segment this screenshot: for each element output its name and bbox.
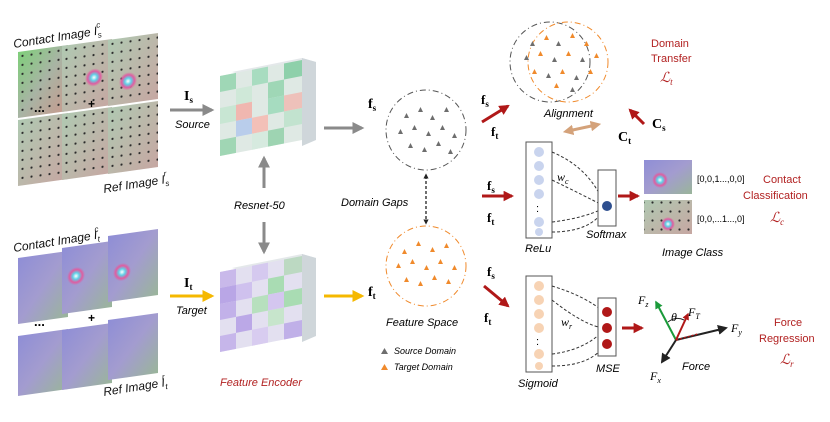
legend-target-label: Target Domain [394, 362, 453, 372]
image-class-label: Image Class [662, 247, 724, 259]
cls-connections [551, 151, 605, 233]
aligned-target-cluster [527, 21, 609, 103]
reg-title-2: Regression [759, 333, 815, 345]
class-vector-2: [0,0,...1...,0] [697, 214, 745, 224]
source-image-stack [18, 32, 158, 186]
feature-space-label: Feature Space [386, 317, 458, 329]
softmax-layer [597, 169, 617, 227]
source-domain-cluster [385, 89, 467, 171]
target-plus: + [88, 311, 95, 325]
fs-label: fs [368, 97, 377, 113]
ft-force-label: FT [687, 305, 700, 321]
target-triangles [396, 241, 457, 286]
reg-loss: ℒr [780, 353, 794, 369]
legend-source-marker [381, 348, 388, 354]
relu-vdots: : [536, 203, 539, 215]
reg-weight: wr [561, 315, 573, 331]
reg-connections [551, 285, 605, 367]
dt-cs: Cs [652, 117, 666, 133]
class-vector-1: [0,0,1...,0,0] [697, 174, 745, 184]
domain-gaps-label: Domain Gaps [341, 197, 409, 209]
target-image-stack [18, 228, 158, 396]
fx-axis [660, 339, 677, 364]
fy-axis [675, 325, 728, 341]
mse-label: MSE [596, 363, 621, 375]
reg-title-1: Force [774, 317, 802, 329]
dt-loss: ℒt [660, 71, 673, 87]
sigmoid-nodes [534, 281, 544, 370]
reg-ft: ft [484, 310, 491, 327]
target-dots: ... [34, 314, 45, 329]
cls-fs: fs [487, 178, 495, 195]
dt-ft: ft [491, 124, 498, 141]
cls-loss: ℒc [770, 211, 784, 227]
aligned-source-cluster [509, 21, 591, 103]
resnet-label: Resnet-50 [234, 200, 286, 212]
target-feature-block [220, 254, 316, 352]
cls-ft: ft [487, 210, 494, 227]
fx-label: Fx [649, 369, 661, 385]
feature-encoder-label: Feature Encoder [220, 377, 303, 389]
dt-ct: Ct [618, 130, 631, 146]
theta-label: θ [671, 310, 677, 324]
softmax-node [602, 201, 612, 211]
fy-label: Fy [730, 321, 742, 337]
source-symbol: Is [184, 89, 193, 105]
cls-title-1: Contact [763, 174, 801, 186]
cls-weight: wc [557, 170, 569, 186]
aligned-triangles [524, 33, 599, 92]
alignment-label: Alignment [543, 108, 594, 120]
force-label: Force [682, 361, 710, 373]
dt-title-2: Transfer [651, 53, 692, 65]
cls-title-2: Classification [743, 190, 808, 202]
ft-label: ft [368, 285, 376, 301]
softmax-label: Softmax [586, 229, 627, 241]
sigmoid-vdots: : [536, 336, 539, 348]
source-plus: + [88, 97, 95, 111]
legend-source-label: Source Domain [394, 346, 456, 356]
alignment-bidirectional-arrow [562, 120, 602, 136]
centroid-arrow [628, 108, 646, 126]
source-arrow-label: Source [175, 119, 210, 131]
source-dots: ... [34, 100, 45, 115]
dt-fs: fs [481, 92, 489, 109]
target-arrow-label: Target [176, 305, 208, 317]
relu-nodes [534, 147, 544, 236]
class-image-1 [644, 160, 692, 194]
dt-title-1: Domain [651, 38, 689, 50]
fz-axis [655, 300, 677, 341]
mse-nodes [602, 307, 612, 349]
ft-force-vector [675, 312, 689, 341]
reg-arrow [483, 284, 510, 308]
reg-fs: fs [487, 264, 495, 281]
dt-arrow-top [481, 104, 510, 124]
sigmoid-label: Sigmoid [518, 378, 559, 390]
theta-arc [667, 317, 685, 323]
legend-target-marker [381, 364, 388, 370]
target-domain-cluster [385, 225, 467, 307]
relu-label: ReLu [525, 243, 551, 255]
class-image-2 [644, 200, 692, 234]
fz-label: Fz [637, 293, 649, 309]
target-symbol: It [184, 276, 192, 292]
source-feature-block [220, 58, 316, 156]
source-triangles [398, 107, 457, 154]
